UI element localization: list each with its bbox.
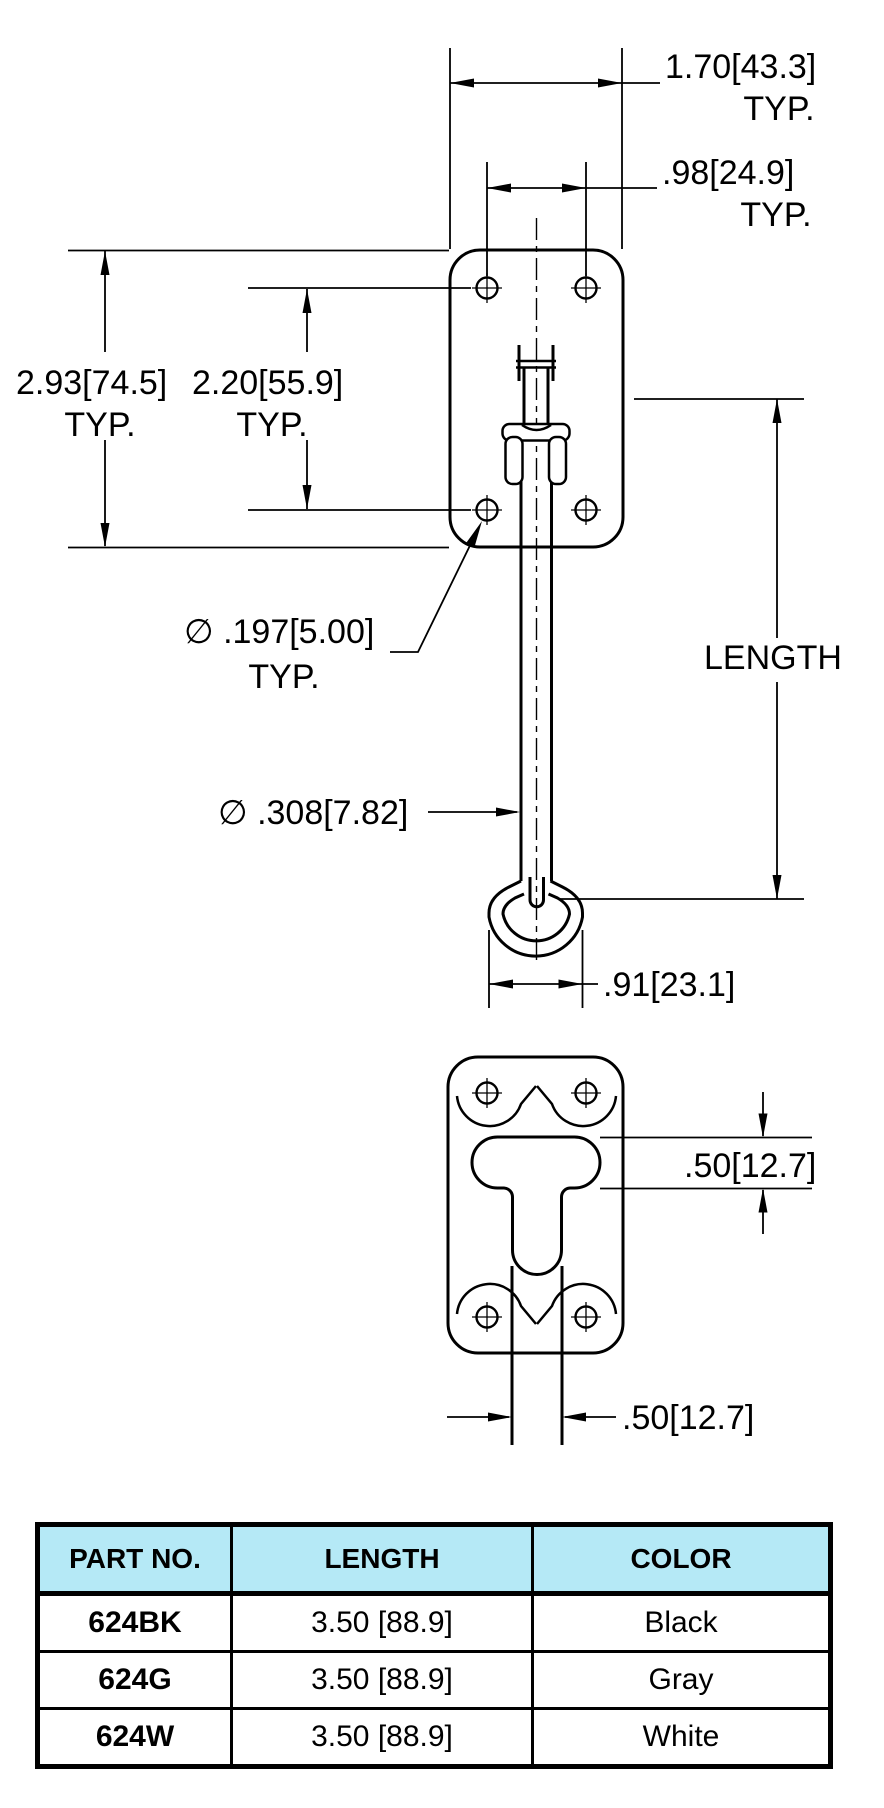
pull-loop: [487, 877, 584, 958]
arrow-right-icon: [558, 979, 583, 989]
color-cell: White: [531, 1707, 832, 1768]
part-no-cell: 624G: [36, 1650, 233, 1710]
dim-catch-slot: .50[12.7]: [447, 1399, 754, 1437]
dim-length: LENGTH: [560, 398, 842, 900]
arrow-left-icon: [489, 979, 513, 989]
screw-hole-icon: [470, 271, 504, 305]
dim-loop-width: .91[23.1]: [488, 930, 735, 1008]
dim-plate-width: 1.70[43.3] TYP.: [449, 48, 816, 249]
latch-top: [516, 345, 556, 424]
arrow-left-icon: [450, 78, 474, 88]
technical-drawing: 1.70[43.3] TYP. .98[24.9] TYP. 2.93[74.5…: [16, 48, 842, 1445]
dim-plate-height: 2.93[74.5] TYP.: [16, 249, 449, 549]
screw-hole-icon: [569, 271, 603, 305]
screw-hole-icon: [470, 1076, 504, 1110]
dim-qualifier: TYP.: [743, 90, 814, 128]
arrow-right-icon: [562, 183, 586, 193]
arrow-down-icon: [100, 523, 110, 547]
screw-hole-icon: [569, 493, 603, 527]
arrowhead-icon: [466, 521, 482, 547]
keyhole-slot: [470, 1135, 602, 1276]
arrow-down-icon: [758, 1113, 768, 1138]
dim-hole-spacing-horizontal: .98[24.9] TYP.: [486, 154, 812, 276]
catch-plate-outline: [446, 1055, 625, 1355]
dim-hole-spacing-vertical: 2.20[55.9] TYP.: [192, 287, 471, 511]
table-row: 624G 3.50 [88.9] Gray: [36, 1650, 832, 1710]
table-header-row: PART NO. LENGTH COLOR: [36, 1523, 832, 1596]
arrow-up-icon: [100, 251, 110, 275]
dim-text: 1.70[43.3]: [665, 48, 816, 86]
dim-qualifier: TYP.: [248, 658, 319, 696]
dim-text: ∅ .197[5.00]: [184, 613, 374, 651]
arrow-right-icon: [488, 1412, 512, 1422]
front-view: [448, 218, 625, 962]
arrow-right-icon: [496, 807, 520, 817]
dim-text: 2.93[74.5]: [16, 364, 167, 402]
color-cell: Black: [531, 1592, 832, 1653]
part-no-cell: 624BK: [36, 1592, 233, 1653]
spring-clip-bracket: [501, 422, 571, 486]
table-row: 624BK 3.50 [88.9] Black: [36, 1592, 832, 1653]
dim-text: .50[12.7]: [684, 1147, 816, 1185]
mounting-plate-outline: [448, 248, 625, 549]
arrow-up-icon: [772, 399, 782, 423]
length-cell: 3.50 [88.9]: [230, 1592, 534, 1653]
table-row: 624W 3.50 [88.9] White: [36, 1707, 832, 1768]
arrow-left-icon: [562, 1412, 586, 1422]
col-header-length: LENGTH: [230, 1523, 534, 1596]
arrow-down-icon: [302, 485, 312, 509]
dim-rod-diameter: ∅ .308[7.82]: [218, 794, 520, 832]
parts-table: PART NO. LENGTH COLOR 624BK 3.50 [88.9] …: [35, 1522, 833, 1769]
dim-qualifier: TYP.: [236, 406, 307, 444]
dim-text: ∅ .308[7.82]: [218, 794, 408, 832]
length-cell: 3.50 [88.9]: [230, 1650, 534, 1710]
color-cell: Gray: [531, 1650, 832, 1710]
arrow-right-icon: [598, 78, 622, 88]
leader-line: [390, 526, 480, 653]
col-header-part-no: PART NO.: [36, 1523, 233, 1596]
screw-hole-icon: [470, 1300, 504, 1334]
arrow-up-icon: [758, 1188, 768, 1213]
arrow-left-icon: [487, 183, 511, 193]
col-header-color: COLOR: [531, 1523, 832, 1596]
dim-hole-diameter: ∅ .197[5.00] TYP.: [184, 521, 482, 696]
screw-hole-icon: [569, 1300, 603, 1334]
catch-view: [446, 1055, 625, 1445]
screw-hole-icon: [470, 493, 504, 527]
dim-text: .50[12.7]: [622, 1399, 754, 1437]
arrow-down-icon: [772, 875, 782, 899]
dim-text: LENGTH: [704, 639, 842, 677]
dim-text: .98[24.9]: [662, 154, 794, 192]
parts-table-section: PART NO. LENGTH COLOR 624BK 3.50 [88.9] …: [35, 1522, 833, 1769]
retainer-hooks: [455, 1085, 618, 1325]
dim-qualifier: TYP.: [64, 406, 135, 444]
part-no-cell: 624W: [36, 1707, 233, 1768]
length-cell: 3.50 [88.9]: [230, 1707, 534, 1768]
dim-qualifier: TYP.: [740, 196, 811, 234]
dim-catch-opening: .50[12.7]: [600, 1092, 816, 1234]
screw-hole-icon: [569, 1076, 603, 1110]
dim-text: 2.20[55.9]: [192, 364, 343, 402]
dim-text: .91[23.1]: [603, 966, 735, 1004]
arrow-up-icon: [302, 289, 312, 313]
